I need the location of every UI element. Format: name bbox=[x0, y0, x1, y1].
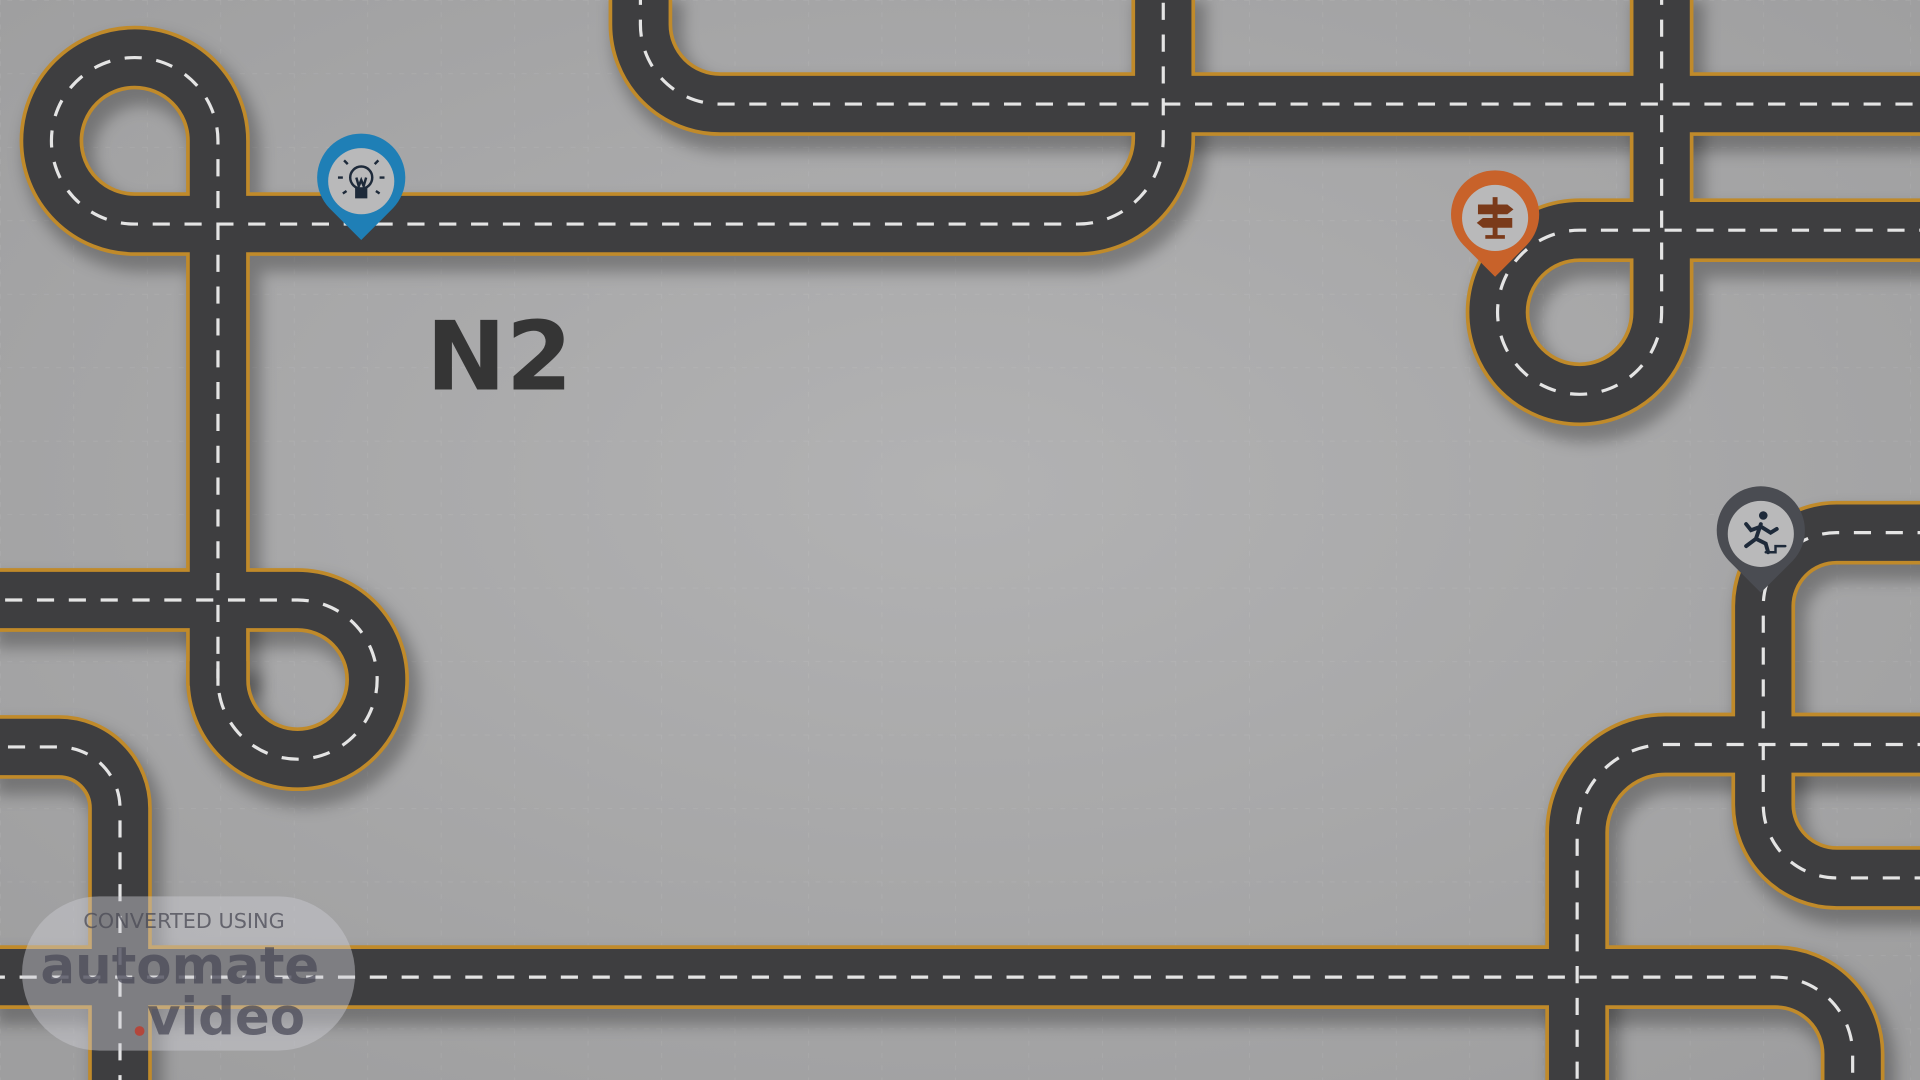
road-lane-marking bbox=[1761, 531, 1920, 880]
watermark-line3: video bbox=[147, 988, 305, 1048]
road-lane-marking bbox=[638, 0, 1920, 106]
road-lane-marking bbox=[1575, 742, 1920, 1080]
watermark-line2: automate bbox=[40, 936, 319, 996]
road-lane-marking bbox=[0, 975, 1855, 1080]
road-lane-marking bbox=[0, 745, 122, 1080]
lightbulb-icon bbox=[337, 159, 385, 199]
lightbulb-pin bbox=[317, 133, 406, 240]
slide-title: N2 bbox=[426, 300, 572, 412]
signpost-pin bbox=[1451, 170, 1540, 277]
road-lane-marking bbox=[1495, 0, 1920, 396]
watermark-line1: CONVERTED USING bbox=[83, 909, 284, 933]
watermark: CONVERTED USING automate video bbox=[22, 896, 356, 1051]
running-person-icon bbox=[1744, 511, 1787, 555]
running-person-pin bbox=[1716, 486, 1805, 593]
road-lane-marking bbox=[0, 598, 379, 761]
signpost-icon bbox=[1476, 197, 1514, 239]
road-segment bbox=[23, 0, 1192, 686]
